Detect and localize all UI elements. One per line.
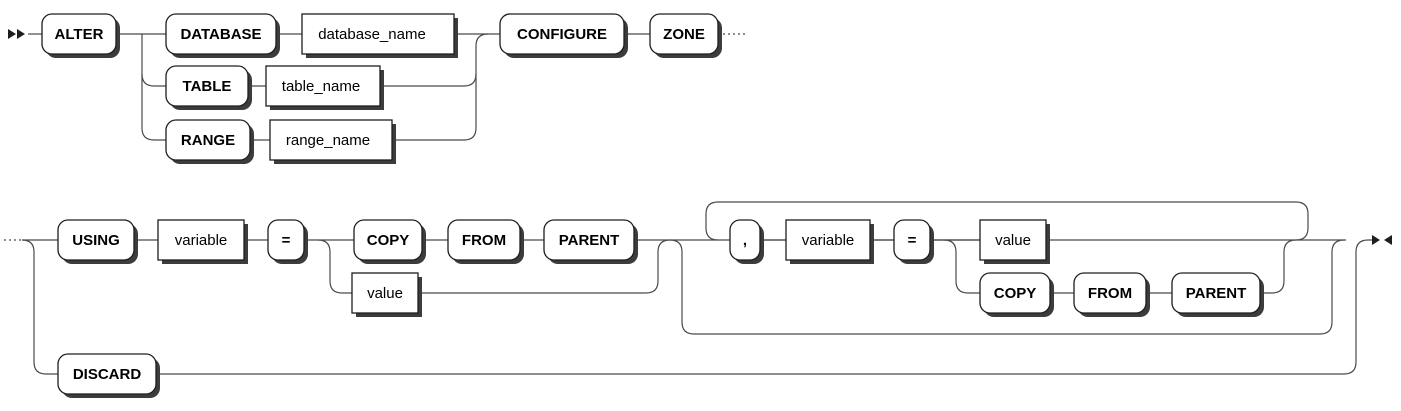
nonterminal-table-name: table_name	[265, 65, 384, 110]
keyword-label: TABLE	[183, 78, 232, 95]
keyword-label: ZONE	[663, 26, 705, 43]
nonterminal-database-name: database_name	[301, 13, 458, 58]
keyword-parent-repeat: PARENT	[1171, 272, 1264, 317]
keyword-table: TABLE	[165, 65, 252, 110]
keyword-label: COPY	[994, 285, 1037, 302]
keyword-label: FROM	[462, 232, 506, 249]
nonterminal-variable: variable	[157, 219, 248, 264]
nonterminal-label: table_name	[282, 78, 360, 95]
keyword-from-repeat: FROM	[1073, 272, 1150, 317]
keyword-zone: ZONE	[649, 13, 722, 58]
keyword-label: FROM	[1088, 285, 1132, 302]
nonterminal-value-repeat: value	[979, 219, 1050, 264]
keyword-label: COPY	[367, 232, 410, 249]
keyword-label: PARENT	[559, 232, 620, 249]
keyword-label: USING	[72, 232, 120, 249]
keyword-label: ALTER	[55, 26, 104, 43]
keyword-copy-repeat: COPY	[979, 272, 1054, 317]
keyword-database: DATABASE	[165, 13, 280, 58]
keyword-comma: ,	[729, 219, 764, 264]
nonterminal-label: variable	[175, 232, 228, 249]
keyword-configure: CONFIGURE	[499, 13, 628, 58]
nonterminal-label: range_name	[286, 132, 370, 149]
keyword-label: ,	[743, 232, 747, 249]
keyword-range: RANGE	[165, 119, 254, 164]
keyword-discard: DISCARD	[57, 353, 160, 398]
nonterminal-label: database_name	[318, 26, 426, 43]
keyword-label: PARENT	[1186, 285, 1247, 302]
keyword-label: DATABASE	[180, 26, 261, 43]
keyword-using: USING	[57, 219, 138, 264]
nonterminal-label: value	[367, 285, 403, 302]
nonterminal-range-name: range_name	[269, 119, 396, 164]
keyword-label: DISCARD	[73, 366, 142, 383]
keyword-label: RANGE	[181, 132, 235, 149]
end-marker-icon	[1372, 235, 1392, 245]
keyword-label: CONFIGURE	[517, 26, 607, 43]
start-marker-icon	[8, 29, 25, 39]
nonterminal-label: variable	[802, 232, 855, 249]
keyword-label: =	[282, 232, 291, 249]
keyword-equals: =	[267, 219, 308, 264]
nonterminal-label: value	[995, 232, 1031, 249]
keyword-parent: PARENT	[543, 219, 638, 264]
nonterminal-variable-repeat: variable	[785, 219, 874, 264]
keyword-equals-repeat: =	[893, 219, 934, 264]
keyword-alter: ALTER	[41, 13, 120, 58]
keyword-label: =	[908, 232, 917, 249]
keyword-from: FROM	[447, 219, 524, 264]
row2-lines	[4, 201, 1378, 375]
nonterminal-value: value	[351, 272, 422, 317]
keyword-copy: COPY	[353, 219, 426, 264]
